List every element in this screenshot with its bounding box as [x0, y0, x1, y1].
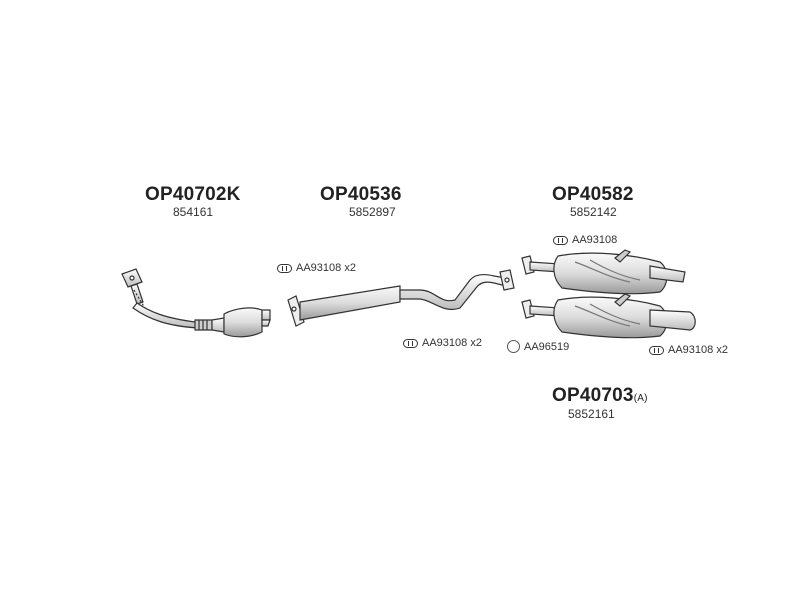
bent-pipe	[399, 273, 507, 310]
accessory-label: AA93108 x2	[296, 262, 356, 274]
clamp-icon	[277, 263, 292, 273]
intermediate-pipe-drawing	[287, 269, 515, 327]
accessory-label: AA93108 x2	[668, 344, 728, 356]
accessory-label: AA93108 x2	[422, 337, 482, 349]
muffler-lower-tailpipe	[649, 309, 696, 331]
clamp-icon	[553, 235, 568, 245]
clamp-icon	[403, 338, 418, 348]
rear-muffler-upper-drawing	[521, 249, 686, 295]
accessory-label: AA93108	[572, 234, 618, 246]
part-number-5852142: 5852142	[570, 205, 617, 219]
part-code-op40582: OP40582	[552, 184, 634, 205]
gasket-ring-icon	[507, 340, 520, 353]
front-pipe-catalyst-drawing	[121, 268, 271, 338]
accessory-gasket: AA96519	[507, 340, 569, 353]
part-code-op40702k: OP40702K	[145, 184, 241, 205]
accessory-clamp-1: AA93108 x2	[277, 262, 356, 274]
accessory-clamp-3: AA93108 x2	[403, 337, 482, 349]
accessory-clamp-4: AA93108 x2	[649, 344, 728, 356]
part-variant-label: (A)	[633, 393, 648, 404]
part-number-5852897: 5852897	[349, 205, 396, 219]
part-code-op40536: OP40536	[320, 184, 402, 205]
muffler-upper-tailpipe	[649, 265, 686, 283]
resonator-body	[299, 285, 401, 321]
catalytic-converter	[223, 307, 263, 338]
part-number-854161: 854161	[173, 205, 214, 219]
clamp-icon	[649, 345, 664, 355]
part-code-op40703-text: OP40703	[552, 385, 634, 406]
rear-muffler-lower-drawing	[521, 293, 696, 339]
accessory-label: AA96519	[524, 340, 570, 353]
part-code-op40703: OP40703(A)	[552, 385, 648, 407]
part-number-5852161: 5852161	[568, 407, 615, 421]
accessory-clamp-2: AA93108	[553, 234, 617, 246]
